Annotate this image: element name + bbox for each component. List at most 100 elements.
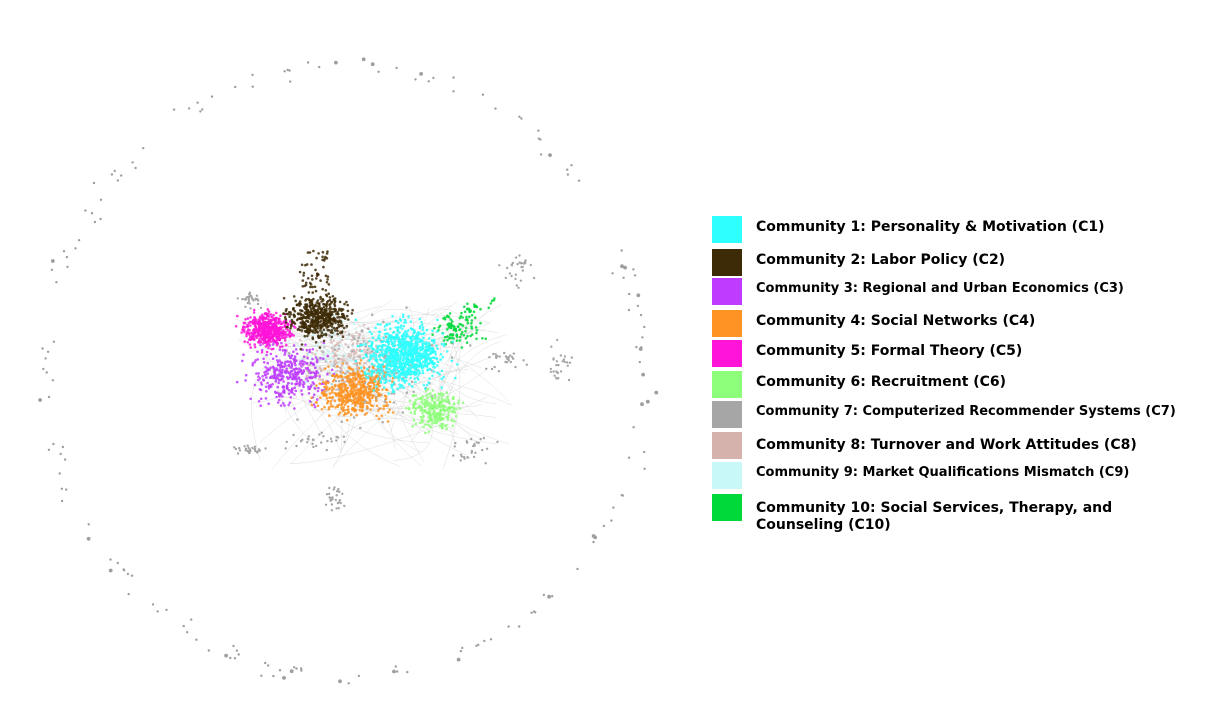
- community-5-node: [278, 331, 281, 335]
- community-7-node: [405, 306, 408, 309]
- community-3-node: [306, 356, 310, 360]
- community-10-node: [458, 339, 462, 342]
- community-5-node: [259, 327, 262, 330]
- community-6-node: [443, 410, 446, 413]
- community-5-node: [261, 342, 265, 345]
- isolate-node: [481, 93, 485, 96]
- isolate-node: [551, 595, 554, 598]
- community-6-node: [424, 431, 427, 435]
- community-3-node: [300, 389, 303, 392]
- community-3-node: [286, 370, 289, 373]
- community-1-node: [382, 372, 385, 375]
- isolate-node: [251, 85, 254, 88]
- community-10-node: [469, 309, 473, 313]
- community-4-node: [348, 372, 352, 375]
- community-10-node: [464, 318, 468, 321]
- community-2-node: [306, 251, 310, 254]
- satellite-node: [253, 447, 257, 451]
- community-1-node: [428, 343, 432, 346]
- community-1-node: [395, 365, 398, 368]
- community-5-node: [278, 335, 281, 338]
- community-1-node: [379, 381, 383, 384]
- community-4-node: [337, 392, 340, 395]
- community-4-node: [385, 401, 389, 404]
- community-1-node: [389, 335, 392, 339]
- community-2-node: [292, 308, 295, 311]
- community-1-node: [416, 341, 419, 345]
- isolate-node: [518, 625, 521, 628]
- community-4-node: [358, 408, 362, 412]
- community-4-node: [346, 408, 349, 412]
- isolate-node: [50, 259, 55, 263]
- community-4-node: [362, 394, 366, 397]
- community-4-node: [340, 387, 343, 391]
- satellite-node: [233, 446, 236, 449]
- community-1-node: [415, 365, 419, 369]
- community-1-node: [436, 360, 440, 364]
- community-6-node: [427, 430, 431, 434]
- community-4-node: [318, 382, 322, 385]
- community-2-node: [299, 347, 303, 351]
- community-3-node: [244, 373, 248, 377]
- community-6-node: [423, 423, 427, 426]
- community-1-node: [398, 386, 402, 389]
- community-1-node: [436, 330, 439, 333]
- community-3-node: [313, 372, 317, 376]
- community-4-node: [338, 411, 342, 414]
- community-7-node: [328, 334, 331, 337]
- community-4-node: [322, 380, 325, 384]
- community-6-node: [423, 405, 427, 408]
- community-2-node: [334, 321, 337, 325]
- community-2-node: [322, 333, 325, 337]
- community-4-node: [377, 417, 381, 421]
- isolate-node: [295, 667, 298, 670]
- community-1-node: [402, 347, 406, 350]
- community-2-node: [339, 321, 343, 325]
- community-9-node: [289, 379, 293, 382]
- community-7-node: [382, 320, 385, 324]
- satellite-node: [509, 360, 512, 364]
- community-6-node: [426, 420, 430, 423]
- isolate-node: [477, 643, 480, 646]
- community-6-node: [439, 409, 443, 412]
- community-1-node: [429, 351, 432, 355]
- satellite-node: [247, 298, 250, 301]
- satellite-node: [335, 507, 338, 510]
- satellite-node: [234, 447, 238, 451]
- community-2-node: [298, 325, 302, 329]
- community-10-node: [460, 333, 463, 336]
- community-3-node: [276, 368, 279, 372]
- community-6-node: [414, 402, 417, 406]
- community-3-node: [259, 404, 263, 408]
- community-1-node: [410, 340, 413, 343]
- community-1-node: [441, 355, 445, 359]
- community-6-node: [432, 421, 436, 424]
- community-2-node: [328, 303, 331, 307]
- satellite-node: [557, 363, 560, 367]
- community-8-node: [305, 374, 309, 378]
- satellite-node: [519, 279, 522, 282]
- community-2-node: [326, 275, 330, 279]
- isolate-node: [122, 569, 126, 572]
- satellite-node: [330, 440, 333, 443]
- community-2-node: [311, 337, 315, 341]
- community-2-node: [310, 298, 314, 302]
- community-3-node: [289, 360, 292, 364]
- isolate-node: [267, 664, 270, 667]
- community-3-node: [287, 392, 291, 396]
- isolate-node: [92, 181, 96, 185]
- community-2-node: [328, 296, 332, 299]
- community-6-node: [416, 397, 420, 400]
- community-8-node: [355, 342, 359, 346]
- satellite-node: [524, 259, 527, 262]
- isolate-node: [286, 68, 289, 72]
- satellite-node: [570, 356, 573, 359]
- satellite-node: [247, 299, 251, 303]
- community-1-node: [405, 379, 408, 383]
- community-2-node: [303, 334, 307, 338]
- community-5-node: [249, 316, 252, 319]
- community-3-node: [269, 376, 272, 379]
- community-3-node: [308, 348, 312, 352]
- community-1-node: [380, 366, 383, 369]
